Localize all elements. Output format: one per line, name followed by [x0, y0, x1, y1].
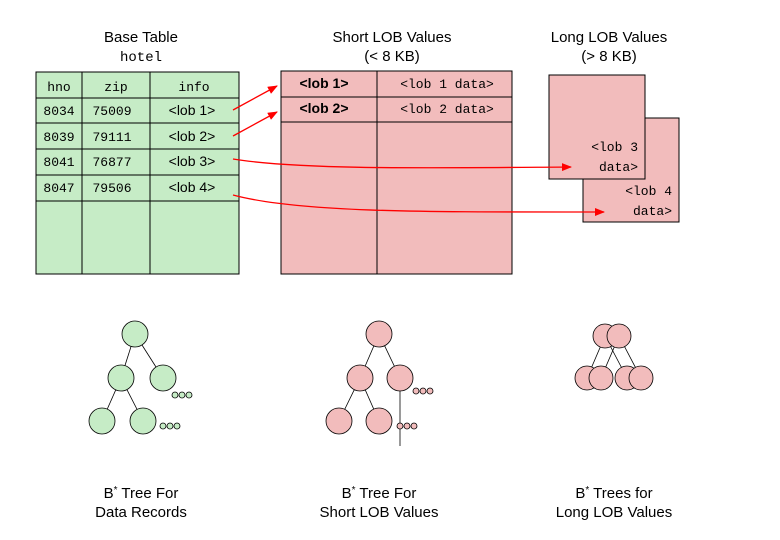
long-lob-page-label: <lob 3: [591, 140, 638, 155]
caption-star: *: [352, 485, 356, 496]
base-table-name: hotel: [120, 50, 162, 66]
long-lob-page-label: data>: [599, 160, 638, 175]
table-cell: 8047: [43, 181, 74, 196]
column-header-info: info: [178, 80, 209, 95]
column-header-hno: hno: [47, 80, 70, 95]
arrow-lob2: [232, 111, 278, 137]
short-lob-subtitle: (< 8 KB): [364, 48, 419, 65]
table-cell: 79506: [92, 181, 131, 196]
table-cell: 8041: [43, 155, 74, 170]
caption-short-lob-line2: Short LOB Values: [320, 504, 439, 521]
long-lob-page-front: <lob 3 data>: [548, 74, 646, 180]
long-lob-page-label: data>: [633, 204, 672, 219]
long-lob-subtitle: (> 8 KB): [581, 48, 636, 65]
short-lob-title: Short LOB Values: [333, 29, 452, 46]
short-lob-data: <lob 2 data>: [400, 102, 494, 117]
short-lob-key: <lob 2>: [299, 100, 348, 116]
short-lob-key: <lob 1>: [299, 75, 348, 91]
lob-pointer-arrows: [232, 85, 605, 217]
short-lob-btree: [325, 320, 434, 446]
table-cell: <lob 2>: [169, 128, 216, 144]
table-cell: <lob 1>: [169, 102, 216, 118]
long-lob-page-label: <lob 4: [625, 184, 672, 199]
caption-long-lob-line2: Long LOB Values: [556, 504, 672, 521]
caption-b: B: [342, 485, 352, 502]
arrow-lob3: [232, 158, 572, 172]
caption-rest: Tree For: [356, 485, 417, 502]
caption-data-records: B* Tree For: [104, 485, 179, 502]
table-cell: 75009: [92, 104, 131, 119]
caption-data-records-line2: Data Records: [95, 504, 187, 521]
table-cell: <lob 4>: [169, 179, 216, 195]
caption-rest: Tree For: [118, 485, 179, 502]
caption-b: B: [104, 485, 114, 502]
data-records-btree: [88, 320, 193, 435]
arrow-lob1: [232, 85, 278, 111]
column-header-zip: zip: [104, 80, 127, 95]
short-lob-table: <lob 1> <lob 1 data> <lob 2> <lob 2 data…: [280, 70, 513, 275]
long-lob-btrees: [574, 323, 654, 391]
caption-long-lob: B* Trees for: [575, 485, 652, 502]
table-cell: 8039: [43, 130, 74, 145]
long-lob-title: Long LOB Values: [551, 29, 667, 46]
table-cell: 8034: [43, 104, 74, 119]
caption-star: *: [585, 485, 589, 496]
caption-star: *: [114, 485, 118, 496]
base-table: hno zip info 8034 75009 <lob 1> 8039 791…: [35, 71, 240, 275]
caption-rest: Trees for: [589, 485, 652, 502]
caption-short-lob: B* Tree For: [342, 485, 417, 502]
table-cell: <lob 3>: [169, 153, 216, 169]
table-cell: 76877: [92, 155, 131, 170]
arrow-lob4: [232, 194, 605, 217]
caption-b: B: [575, 485, 585, 502]
short-lob-data: <lob 1 data>: [400, 77, 494, 92]
table-cell: 79111: [92, 130, 131, 145]
base-table-title: Base Table: [104, 29, 178, 46]
